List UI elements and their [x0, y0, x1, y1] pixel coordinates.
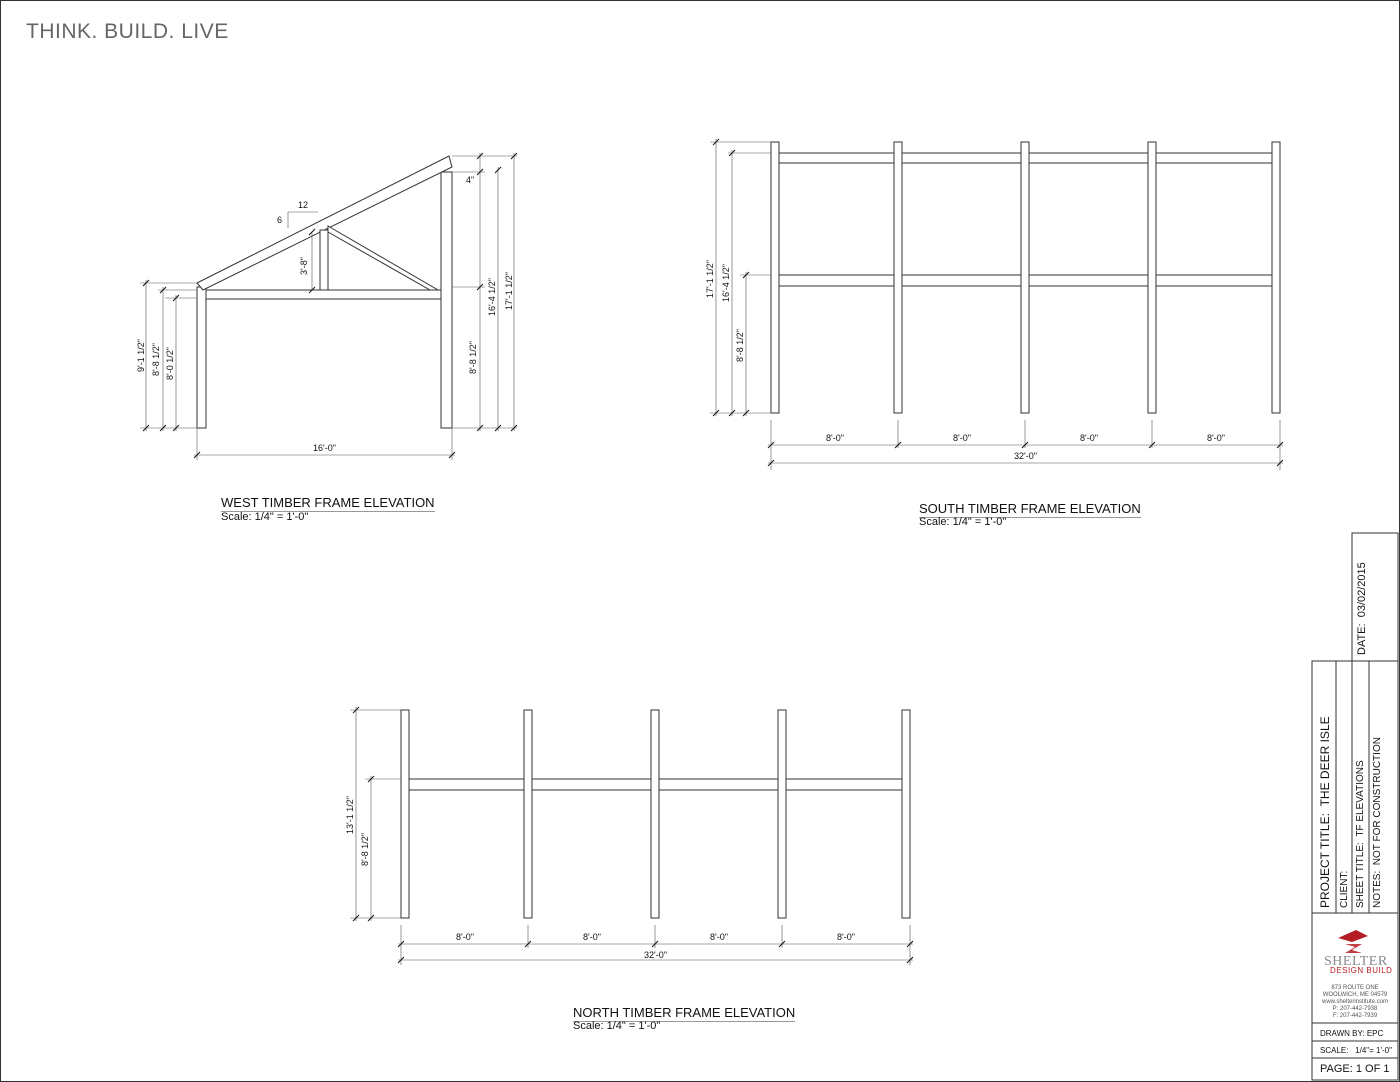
title-block-client: CLIENT:: [1339, 871, 1350, 908]
south-post-2: [893, 141, 903, 414]
west-right-post: [440, 171, 453, 429]
south-dim-total: 32'-0": [1014, 451, 1037, 461]
page-number: PAGE: 1 OF 1: [1320, 1063, 1390, 1075]
west-dim-width: 16'-0": [313, 443, 336, 453]
north-post-5: [901, 709, 911, 919]
project-label: PROJECT TITLE:: [1318, 813, 1332, 908]
south-view-scale: Scale: 1/4" = 1'-0": [919, 516, 1007, 528]
title-block-scale: SCALE: 1/4"= 1'-0": [1320, 1046, 1392, 1055]
north-post-4: [777, 709, 787, 919]
address-line: F: 207-442-7939: [1332, 1013, 1378, 1019]
north-post-2: [523, 709, 533, 919]
south-dim-bay3: 8'-0": [1080, 433, 1098, 443]
title-block-project: PROJECT TITLE: THE DEER ISLE: [1318, 716, 1332, 908]
south-elevation: 17'-1 1/2" 16'-4 1/2" 8'-8 1/2" 8'-0" 8'…: [705, 138, 1284, 470]
west-tie-beam: [205, 289, 442, 300]
south-post-1: [770, 141, 780, 414]
scale-label: SCALE:: [1320, 1046, 1349, 1055]
south-dim-h16: 16'-4 1/2": [721, 264, 731, 302]
north-post-1: [400, 709, 410, 919]
south-post-5: [1271, 141, 1281, 414]
west-dim-left-8a: 8'-8 1/2": [151, 343, 161, 376]
title-block-sheet: SHEET TITLE: TF ELEVATIONS: [1355, 760, 1366, 908]
address-line: P: 207-442-7938: [1332, 1006, 1378, 1012]
west-dim-top-offset: 4": [466, 175, 474, 185]
north-view-scale: Scale: 1/4" = 1'-0": [573, 1020, 661, 1032]
north-dim-bay2: 8'-0": [583, 932, 601, 942]
title-block-notes: NOTES: NOT FOR CONSTRUCTION: [1372, 737, 1383, 908]
west-dim-right-17: 17'-1 1/2": [504, 272, 514, 310]
kingpost-dim-label: 3'-8": [299, 257, 309, 275]
south-dim-h8: 8'-8 1/2": [735, 329, 745, 362]
west-dim-right-8: 8'-8 1/2": [468, 341, 478, 374]
address-line: 873 ROUTE ONE: [1331, 985, 1379, 991]
west-dim-right-16: 16'-4 1/2": [487, 278, 497, 316]
address-line: WOOLWICH, ME 04579: [1322, 992, 1388, 998]
date-label: DATE:: [1356, 623, 1368, 655]
logo-roof-mark: [1338, 930, 1368, 942]
north-post-3: [650, 709, 660, 919]
west-elevation: 12 6 3'-8" 9'-1 1/2" 8'-8 1/2" 8'-0 1/2": [136, 152, 518, 460]
north-dim-total: 32'-0": [644, 950, 667, 960]
south-post-3: [1020, 141, 1030, 414]
west-king-post: [319, 229, 329, 291]
notes-label: NOTES:: [1372, 870, 1383, 908]
west-view-scale: Scale: 1/4" = 1'-0": [221, 511, 309, 523]
client-label: CLIENT:: [1339, 870, 1350, 908]
north-dim-bay1: 8'-0": [456, 932, 474, 942]
title-block-date: DATE: 03/02/2015: [1356, 562, 1368, 655]
logo-name: SHELTER: [1324, 954, 1388, 969]
north-dim-h8: 8'-8 1/2": [360, 833, 370, 866]
pitch-run-label: 12: [298, 200, 308, 210]
south-dim-h17: 17'-1 1/2": [705, 260, 715, 298]
tagline: THINK. BUILD. LIVE: [26, 20, 229, 43]
address-line: www.shelterinstitute.com: [1321, 999, 1389, 1005]
north-view-title: NORTH TIMBER FRAME ELEVATION: [573, 1005, 796, 1022]
north-elevation: 13'-1 1/2" 8'-8 1/2" 8'-0" 8'-0" 8'-0" 8…: [345, 706, 914, 965]
address-block: 873 ROUTE ONE WOOLWICH, ME 04579 www.she…: [1315, 985, 1395, 1020]
sheet-label: SHEET TITLE:: [1355, 842, 1366, 908]
south-dim-bay1: 8'-0": [826, 433, 844, 443]
notes-value: NOT FOR CONSTRUCTION: [1372, 737, 1383, 866]
west-dim-left-9: 9'-1 1/2": [136, 339, 146, 372]
title-block-frame: [1311, 532, 1399, 1081]
sheet-value: TF ELEVATIONS: [1355, 760, 1366, 837]
west-strut: [327, 225, 440, 291]
south-dim-bay2: 8'-0": [953, 433, 971, 443]
north-dim-bay3: 8'-0": [710, 932, 728, 942]
west-dim-left-8b: 8'-0 1/2": [165, 347, 175, 380]
south-post-4: [1147, 141, 1157, 414]
south-dim-bay4: 8'-0": [1207, 433, 1225, 443]
project-value: THE DEER ISLE: [1318, 716, 1332, 807]
south-view-title: SOUTH TIMBER FRAME ELEVATION: [919, 501, 1141, 518]
north-dim-h13: 13'-1 1/2": [345, 796, 355, 834]
west-left-post: [196, 286, 207, 429]
drawn-by: DRAWN BY: EPC: [1320, 1029, 1384, 1038]
scale-value: 1/4"= 1'-0": [1355, 1046, 1392, 1055]
west-view-title: WEST TIMBER FRAME ELEVATION: [221, 495, 435, 512]
west-rafter: [196, 155, 453, 291]
date-value: 03/02/2015: [1356, 562, 1368, 618]
north-dim-bay4: 8'-0": [837, 932, 855, 942]
logo-sub: DESIGN BUILD: [1330, 966, 1393, 975]
pitch-rise-label: 6: [277, 215, 282, 225]
